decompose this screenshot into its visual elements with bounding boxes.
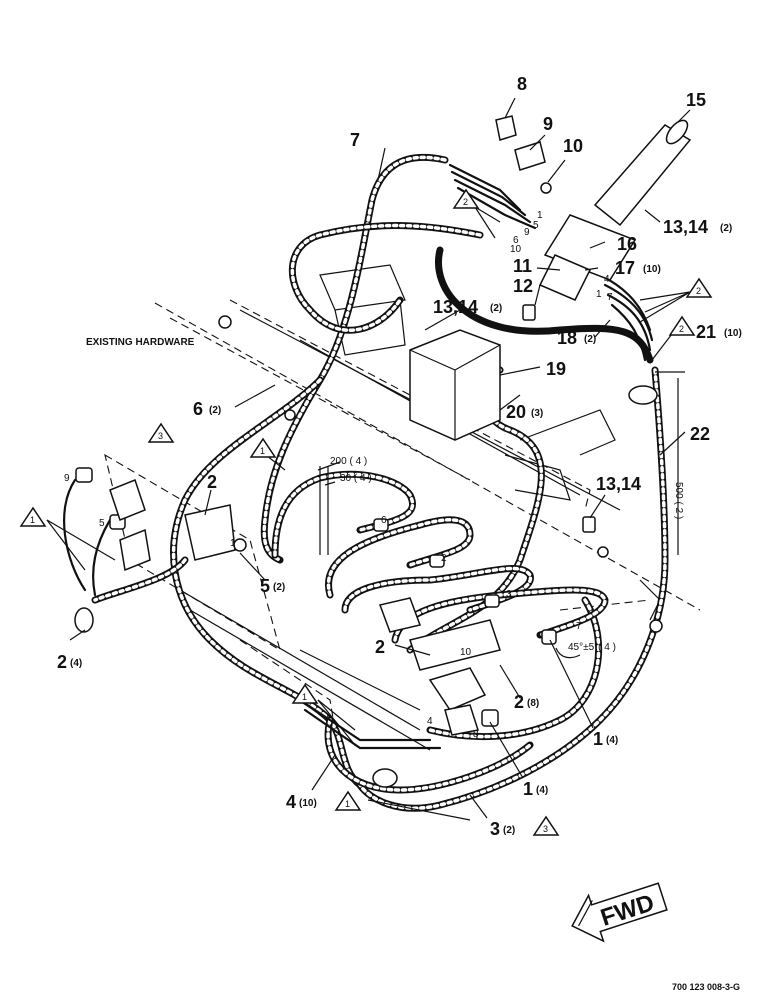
callout-17: 17 — [615, 258, 635, 278]
svg-text:1: 1 — [260, 446, 265, 456]
fittings-top — [218, 115, 663, 633]
qty-2-4: (4) — [70, 658, 82, 669]
fwd-arrow: FWD — [571, 882, 668, 943]
callout-3: 3 — [490, 819, 500, 839]
small-1-b: 1 — [596, 289, 602, 300]
bracket-19 — [409, 329, 501, 441]
small-6-mid: 6 — [381, 515, 387, 526]
drawing-number: 700 123 008-3-G — [672, 982, 740, 992]
qty-4: (10) — [299, 798, 317, 809]
svg-text:3: 3 — [543, 824, 548, 834]
svg-text:1: 1 — [302, 692, 307, 702]
left-cluster — [63, 467, 247, 633]
small-4-bot: 4 — [427, 716, 433, 727]
note-triangle-1-left: 1 — [19, 506, 47, 527]
callout-2-mid: 2 — [375, 637, 385, 657]
small-7: 7 — [607, 292, 613, 303]
small-6: 6 — [513, 235, 519, 246]
top-wires — [448, 163, 654, 362]
note-triangle-1-mid: 1 — [249, 437, 277, 458]
qty-18: (2) — [584, 334, 596, 345]
fwd-label: FWD — [597, 889, 657, 932]
qty-1-lower: (4) — [536, 785, 548, 796]
callout-12: 12 — [513, 276, 533, 296]
small-3-mid: 3 — [506, 589, 512, 600]
qty-2-8: (8) — [527, 698, 539, 709]
callout-10: 10 — [563, 136, 583, 156]
callout-2-8: 2 — [514, 692, 524, 712]
note-triangles: 2 2 2 3 1 1 1 1 — [19, 188, 713, 836]
small-8-bot: 8 — [473, 729, 479, 740]
svg-text:1: 1 — [345, 799, 350, 809]
callout-18: 18 — [557, 328, 577, 348]
leader-lines — [46, 97, 691, 821]
small-10-bot: 10 — [460, 647, 472, 658]
qty-13-14-mid: (2) — [490, 303, 502, 314]
qty-1-upper: (4) — [606, 735, 618, 746]
callout-20: 20 — [506, 402, 526, 422]
callouts: 8 9 10 15 7 13,14 (2) 16 11 17 (10) 12 1… — [57, 74, 742, 839]
callout-13-14-top: 13,14 — [663, 217, 708, 237]
callout-11: 11 — [513, 256, 532, 276]
svg-text:1: 1 — [30, 515, 35, 525]
note-triangle-2-right: 2 — [685, 277, 713, 298]
callout-5: 5 — [260, 576, 270, 596]
small-2-mid: 2 — [441, 553, 447, 564]
callout-6: 6 — [193, 399, 203, 419]
dimension-labels: 200 ( 4 ) 30 ( 4 ) 500 ( 2 ) 45°±5°( 4 ) — [330, 456, 684, 653]
callout-19: 19 — [546, 359, 566, 379]
svg-text:2: 2 — [463, 197, 468, 207]
small-7-mid: 7 — [576, 621, 582, 632]
small-4: 4 — [604, 274, 610, 285]
valve-15 — [538, 119, 692, 301]
qty-6: (2) — [209, 405, 221, 416]
callout-7: 7 — [350, 130, 360, 150]
callout-2-left: 2 — [207, 472, 217, 492]
dim-200: 200 ( 4 ) — [330, 456, 367, 467]
small-5: 5 — [533, 220, 539, 231]
qty-3: (2) — [503, 825, 515, 836]
coil-loops — [271, 470, 609, 644]
callout-13-14-mid: 13,14 — [433, 297, 478, 317]
callout-13-14-right: 13,14 — [596, 474, 641, 494]
small-1-left: 1 — [230, 538, 236, 549]
callout-16: 16 — [617, 234, 637, 254]
callout-21: 21 — [696, 322, 716, 342]
bottom-cluster — [298, 385, 658, 788]
note-triangle-2-top: 2 — [452, 188, 480, 209]
small-9: 9 — [524, 227, 530, 238]
svg-text:2: 2 — [679, 324, 684, 334]
qty-21: (10) — [724, 328, 742, 339]
small-1-a: 1 — [537, 210, 543, 221]
callout-8: 8 — [517, 74, 527, 94]
note-triangle-3-left: 3 — [147, 422, 175, 443]
small-5-left: 5 — [99, 518, 105, 529]
dim-angle: 45°±5°( 4 ) — [568, 642, 616, 653]
small-10: 10 — [510, 244, 522, 255]
svg-text:3: 3 — [158, 431, 163, 441]
callout-22: 22 — [690, 424, 710, 444]
note-triangle-1-bottom: 1 — [291, 683, 319, 704]
dim-30: 30 ( 4 ) — [340, 473, 372, 484]
svg-text:2: 2 — [696, 286, 701, 296]
note-triangle-1-4: 1 — [334, 790, 362, 811]
note-triangle-2-21: 2 — [668, 315, 696, 336]
dim-500: 500 ( 2 ) — [673, 482, 684, 519]
existing-hardware-label: EXISTING HARDWARE — [86, 337, 195, 348]
callout-1-lower: 1 — [523, 779, 533, 799]
dimension-lines — [317, 371, 685, 659]
qty-17: (10) — [643, 264, 661, 275]
callout-4: 4 — [286, 792, 296, 812]
callout-2-4: 2 — [57, 652, 67, 672]
small-9-left: 9 — [64, 473, 70, 484]
qty-13-14-top: (2) — [720, 223, 732, 234]
callout-1-upper: 1 — [593, 729, 603, 749]
qty-5: (2) — [273, 582, 285, 593]
note-triangle-3-bottom: 3 — [532, 815, 560, 836]
small-connector-labels: 1 5 9 6 10 4 1 7 9 5 1 6 2 3 7 10 4 8 — [64, 210, 613, 740]
qty-20: (3) — [531, 408, 543, 419]
callout-9: 9 — [543, 114, 553, 134]
callout-15: 15 — [686, 90, 706, 110]
